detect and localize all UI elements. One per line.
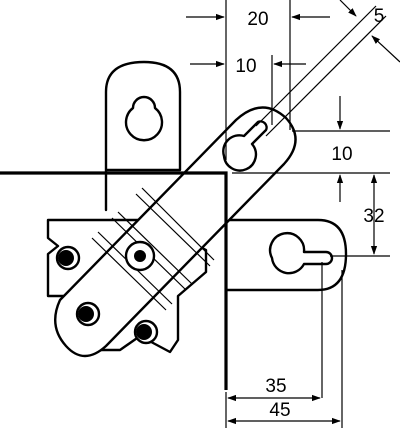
dim-label-5: 5: [374, 6, 385, 27]
dim-label-20: 20: [247, 9, 268, 30]
keyhole-arm-icon: [222, 120, 268, 172]
dimension-arrows: [186, 0, 400, 425]
hinge-arm: [54, 106, 297, 358]
keyhole-upper-icon: [124, 95, 164, 142]
bolt-icon: [58, 250, 74, 266]
dim-label-35: 35: [265, 376, 286, 397]
bolt-icon: [78, 306, 94, 322]
mounting-plate-right: [224, 218, 348, 292]
dim-label-32: 32: [363, 206, 384, 227]
dim-label-10-keyhole: 10: [235, 56, 256, 77]
dim-label-10-gap: 10: [331, 144, 352, 165]
keyhole-right-icon: [268, 232, 334, 275]
reference-wall-line: [0, 171, 228, 390]
mounting-plate-upper: [104, 60, 182, 212]
bolt-icon: [136, 324, 152, 340]
dim-label-45: 45: [269, 400, 290, 421]
bolt-holes: [55, 245, 159, 345]
extension-lines: [225, 0, 390, 428]
